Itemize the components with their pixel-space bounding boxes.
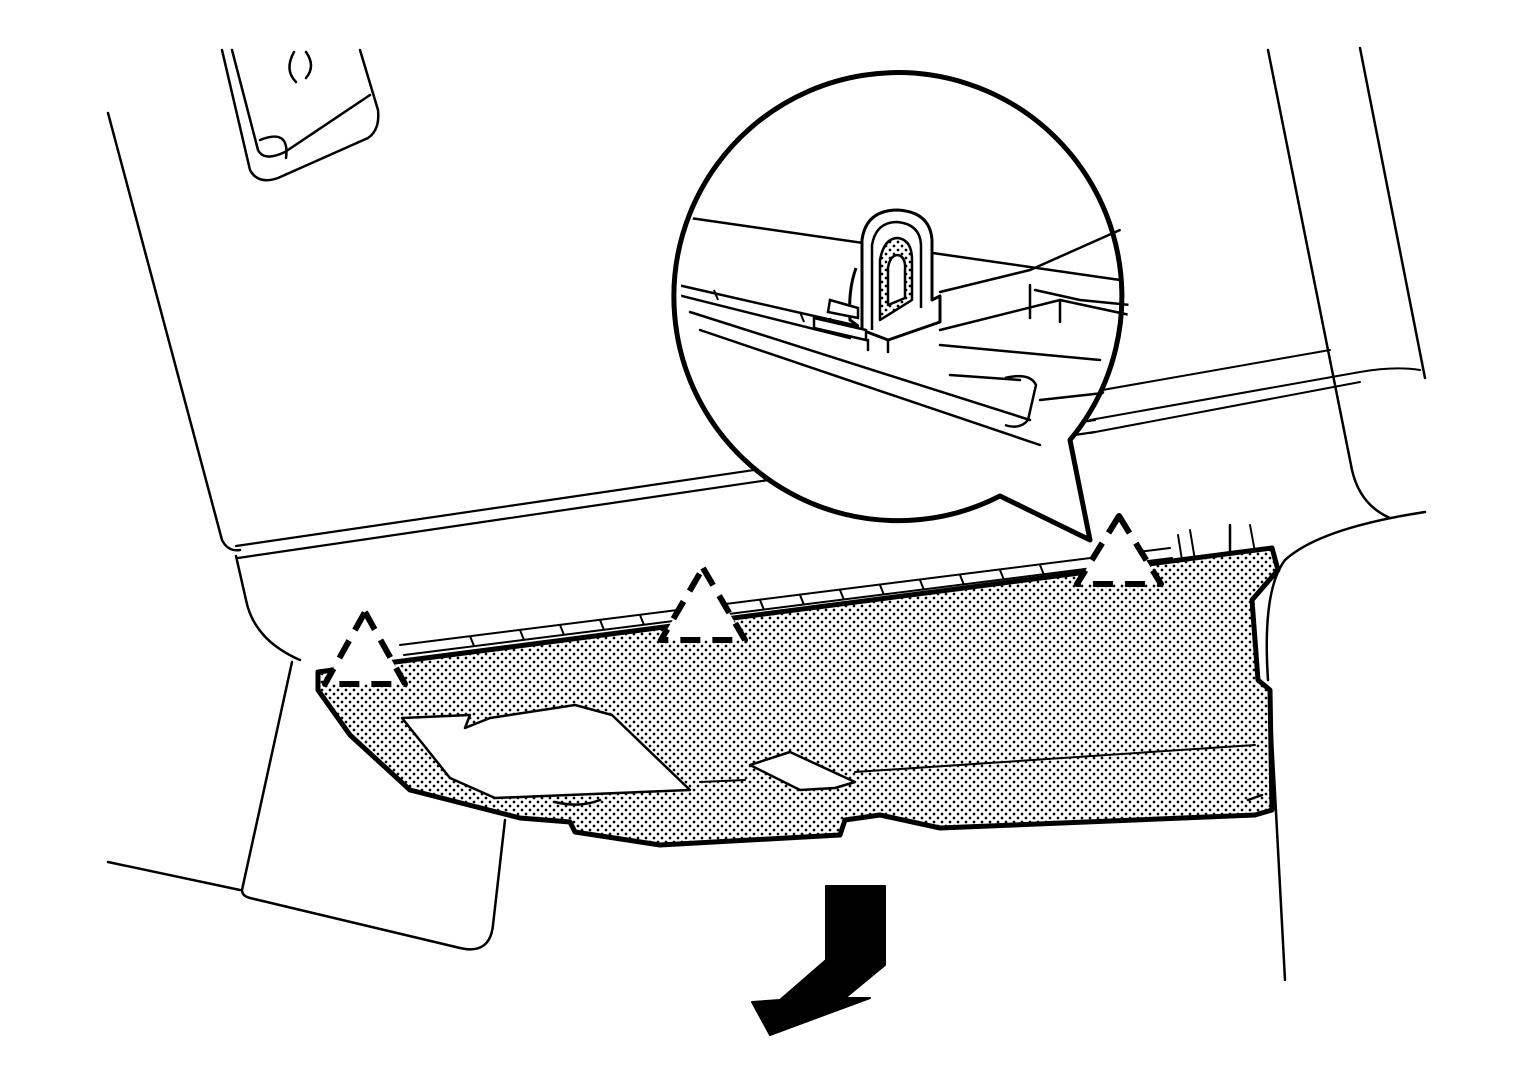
fastener-location-triangle-icon xyxy=(658,565,748,643)
sill-trim-panel xyxy=(315,545,1281,848)
body-panel xyxy=(106,46,1427,982)
fastener-location-triangle-icon xyxy=(322,609,408,687)
clip-detail-magnifier-icon xyxy=(671,70,1129,543)
fastener-locations xyxy=(322,513,1164,687)
fastener-location-triangle-icon xyxy=(1074,513,1164,587)
removal-direction-arrow-icon xyxy=(751,885,886,1036)
